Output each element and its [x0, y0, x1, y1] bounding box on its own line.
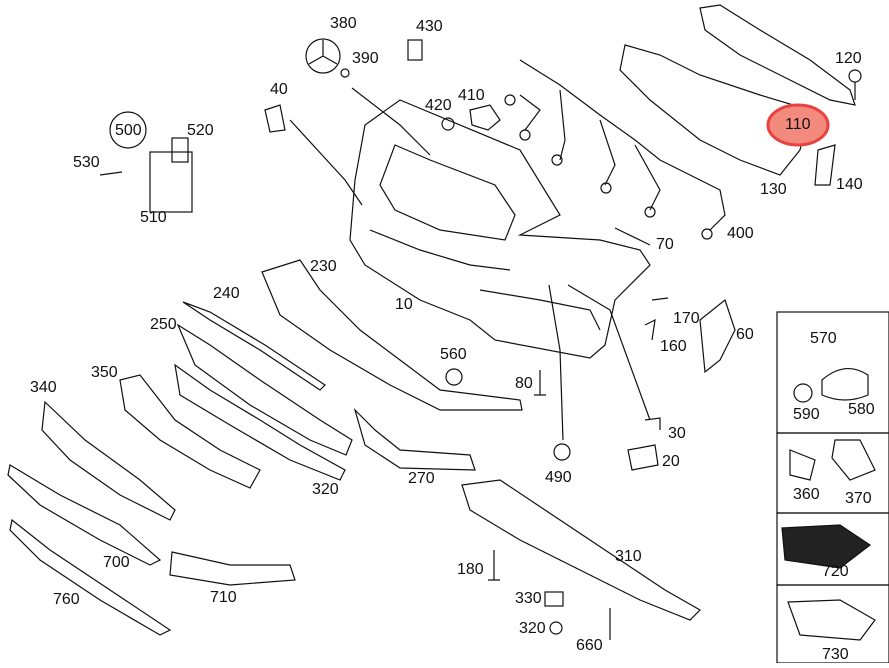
label-580: 580	[848, 401, 875, 418]
label-490: 490	[545, 469, 572, 486]
label-120: 120	[835, 50, 862, 67]
label-520: 530	[73, 154, 100, 171]
label-660: 660	[576, 637, 603, 654]
label-590: 590	[793, 406, 820, 423]
label-30: 30	[668, 425, 686, 442]
label-370: 370	[845, 490, 872, 507]
part-310-panel	[461, 479, 701, 621]
label-390: 390	[352, 50, 379, 67]
label-410: 410	[458, 87, 485, 104]
part-wiring-harness	[519, 59, 726, 231]
label-310: 310	[615, 548, 642, 565]
label-60: 60	[736, 326, 754, 343]
label-570: 570	[810, 330, 837, 347]
label-170: 170	[673, 310, 700, 327]
part-bumper-cover	[349, 99, 651, 359]
label-110: 110	[785, 116, 811, 133]
part-110-reinforcement	[619, 44, 811, 176]
label-160: 160	[660, 338, 687, 355]
part-340-grille	[41, 400, 176, 521]
label-380: 380	[330, 15, 357, 32]
part-230-trim	[261, 259, 523, 411]
label-560: 560	[440, 346, 467, 363]
label-180: 180	[457, 561, 484, 578]
label-330: 330	[515, 590, 542, 607]
label-70: 70	[656, 236, 674, 253]
label-710: 710	[210, 589, 237, 606]
label-420: 420	[425, 97, 452, 114]
label-340: 340	[30, 379, 57, 396]
star-emblem-icon	[305, 38, 341, 74]
label-760: 760	[53, 591, 80, 608]
label-250: 270	[408, 470, 435, 487]
label-230: 230	[310, 258, 337, 275]
label-140: 140	[836, 176, 863, 193]
label-360: 360	[793, 486, 820, 503]
label-10: 10	[395, 296, 413, 313]
label-730: 730	[822, 646, 849, 663]
label-530: 520	[187, 122, 214, 139]
label-500: 500	[115, 122, 142, 139]
label-720: 720	[822, 563, 849, 580]
label-270: 320	[312, 481, 339, 498]
label-430: 430	[416, 18, 443, 35]
label-20: 20	[662, 453, 680, 470]
label-510: 510	[140, 209, 167, 226]
part-plate-bracket	[149, 151, 193, 213]
label-130: 130	[760, 181, 787, 198]
label-40: 40	[270, 81, 288, 98]
label-260: 250	[150, 316, 177, 333]
label-320: 320	[519, 620, 546, 637]
label-700: 700	[103, 554, 130, 571]
label-80: 80	[515, 375, 533, 392]
label-400: 400	[727, 225, 754, 242]
highlight-ring	[766, 103, 830, 147]
label-350: 350	[91, 364, 118, 381]
label-240: 240	[213, 285, 240, 302]
